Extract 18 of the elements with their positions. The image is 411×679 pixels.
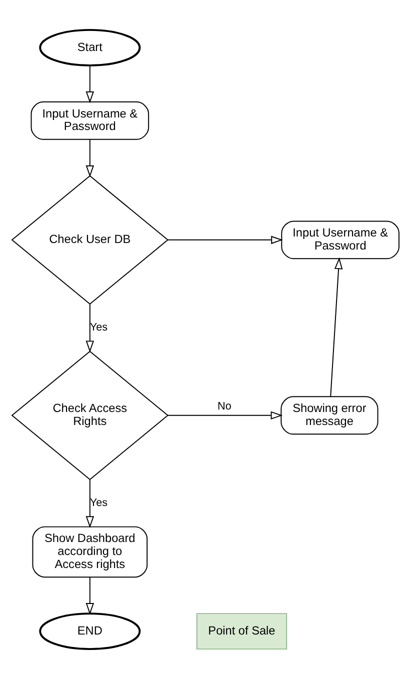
node-box: Input Username & Password <box>30 101 150 140</box>
node-box: Showing error message <box>280 396 378 435</box>
arrow <box>330 257 343 398</box>
node-ellipse: Start <box>39 28 141 66</box>
node-box: Show Dashboard according to Access rights <box>32 526 148 578</box>
node-diamond: Check Access Rights <box>11 350 169 480</box>
arrow <box>86 304 94 353</box>
arrow <box>168 236 283 244</box>
node-ellipse: END <box>39 612 141 650</box>
edge-label: No <box>218 400 232 412</box>
arrow <box>168 411 283 420</box>
arrow <box>86 479 94 528</box>
arrow <box>86 576 94 615</box>
arrow <box>86 65 94 104</box>
node-diamond: Check User DB <box>11 175 169 305</box>
node-box: Point of Sale <box>196 613 288 650</box>
arrow <box>86 138 94 178</box>
node-box: Input Username & Password <box>281 220 400 260</box>
